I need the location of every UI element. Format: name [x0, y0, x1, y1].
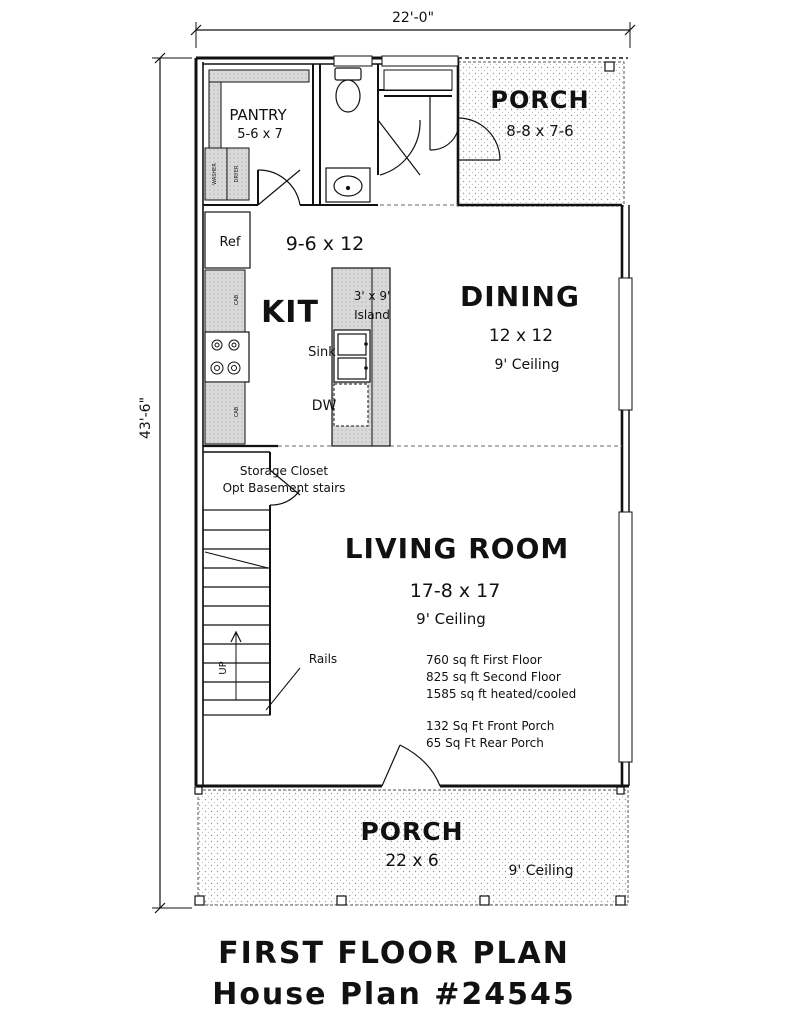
area-stats: 760 sq ft First Floor 825 sq ft Second F…: [426, 653, 576, 750]
dryer-tag: DRYER: [234, 165, 240, 182]
dimension-left: 43'-6": [138, 52, 192, 914]
ref-label: Ref: [219, 235, 240, 250]
rear-porch-name: PORCH: [490, 86, 589, 114]
doors: [257, 96, 501, 787]
rear-porch-label: PORCH 8-8 x 7-6: [490, 86, 589, 140]
kitchen-name: KIT: [261, 295, 319, 330]
depth-label: 43'-6": [138, 397, 154, 439]
kitchen-label: Ref 9-6 x 12 KIT 3' x 9' Island Sink DW: [219, 233, 390, 414]
range-icon: [210, 339, 241, 375]
cab-tag-1: CAB: [234, 294, 240, 305]
stat-rear-porch: 65 Sq Ft Rear Porch: [426, 736, 544, 750]
bathroom-sink-icon: [325, 167, 371, 203]
stat-heated: 1585 sq ft heated/cooled: [426, 687, 576, 701]
front-porch-label: PORCH 22 x 6 9' Ceiling: [360, 817, 573, 879]
dimension-top: 22'-0": [190, 10, 636, 48]
storage-line1: Storage Closet: [240, 464, 328, 478]
sink-label: Sink: [308, 345, 336, 360]
rear-porch-floor: [457, 61, 625, 207]
dining-ceiling: 9' Ceiling: [494, 357, 559, 373]
living-size: 17-8 x 17: [410, 580, 501, 602]
porch-posts: [194, 61, 626, 906]
pantry-size: 5-6 x 7: [237, 127, 282, 142]
dw-label: DW: [312, 398, 337, 414]
toilet-icon: [334, 67, 362, 113]
rear-porch-size: 8-8 x 7-6: [506, 122, 573, 140]
pantry-shelf-top: [208, 69, 310, 83]
living-label: LIVING ROOM 17-8 x 17 9' Ceiling Rails U…: [218, 532, 570, 675]
pantry-label: PANTRY 5-6 x 7: [229, 106, 287, 142]
stat-first-floor: 760 sq ft First Floor: [426, 653, 542, 667]
washer-tag: WASHER: [212, 163, 218, 185]
stat-second-floor: 825 sq ft Second Floor: [426, 670, 561, 684]
width-label: 22'-0": [392, 10, 434, 26]
kitchen-sink-icon: [333, 329, 371, 383]
front-porch-size: 22 x 6: [385, 851, 438, 871]
dishwasher: [333, 383, 369, 427]
closet-shelf: [383, 69, 453, 91]
storage-label: Storage Closet Opt Basement stairs: [223, 464, 346, 495]
cab-tag-2: CAB: [234, 406, 240, 417]
dining-label: DINING 12 x 12 9' Ceiling: [460, 280, 580, 373]
dining-size: 12 x 12: [489, 326, 553, 346]
pantry-name: PANTRY: [229, 106, 287, 124]
title-line1: FIRST FLOOR PLAN: [218, 936, 570, 971]
dining-name: DINING: [460, 280, 580, 313]
front-porch-name: PORCH: [360, 817, 463, 846]
front-porch-floor: [197, 789, 629, 906]
island-label: Island: [354, 308, 390, 322]
plan-title: FIRST FLOOR PLAN House Plan #24545: [212, 936, 576, 1012]
island-size: 3' x 9': [354, 289, 391, 303]
front-porch-ceiling: 9' Ceiling: [508, 863, 573, 879]
living-ceiling: 9' Ceiling: [416, 610, 486, 628]
washer-dryer: WASHER DRYER: [204, 147, 250, 201]
rails-label: Rails: [309, 652, 337, 666]
living-name: LIVING ROOM: [345, 532, 570, 565]
title-line2: House Plan #24545: [212, 977, 576, 1012]
kitchen-counters: CAB CAB: [204, 211, 251, 445]
windows: [333, 55, 633, 763]
up-label: UP: [218, 661, 229, 674]
storage-line2: Opt Basement stairs: [223, 481, 346, 495]
staircase: [202, 509, 301, 716]
kitchen-size: 9-6 x 12: [286, 233, 365, 255]
stat-front-porch: 132 Sq Ft Front Porch: [426, 719, 554, 733]
